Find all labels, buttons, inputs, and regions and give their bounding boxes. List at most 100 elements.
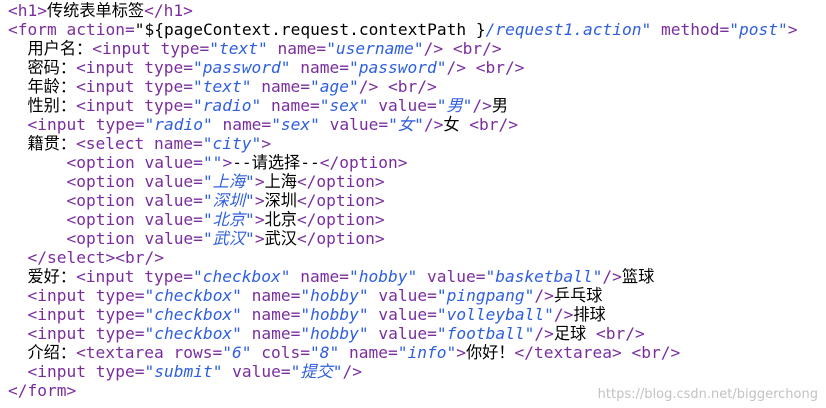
code-attr: type=	[95, 286, 145, 305]
code-attr: value=	[144, 191, 203, 210]
code-tag: >	[222, 153, 233, 172]
code-line: 性别：<input type="radio" name="sex" value=…	[8, 96, 797, 115]
code-tag: />	[553, 305, 574, 324]
code-text: 密码：	[8, 58, 77, 77]
code-text	[8, 324, 28, 343]
code-line: 介绍：<textarea rows="6" cols="8" name="inf…	[8, 343, 797, 362]
code-tag: <input	[76, 267, 145, 286]
code-tag: <option	[66, 172, 145, 191]
code-tag: <option	[66, 191, 145, 210]
code-text	[8, 305, 28, 324]
code-text	[8, 286, 28, 305]
code-text: --请选择--	[232, 153, 320, 172]
code-attr: method=	[651, 20, 730, 39]
code-text	[8, 210, 66, 229]
code-value: "男"	[436, 96, 473, 115]
code-value: "text"	[209, 39, 268, 58]
code-value: "深圳"	[202, 191, 255, 210]
code-tag: <form	[8, 20, 67, 39]
code-text: 足球	[553, 324, 596, 343]
code-tag: />	[446, 58, 466, 77]
code-value: "checkbox"	[144, 324, 242, 343]
code-text	[8, 115, 28, 134]
code-attr: value=	[144, 172, 203, 191]
code-attr: value=	[368, 96, 437, 115]
code-value: "checkbox"	[193, 267, 291, 286]
code-line: <option value="">--请选择--</option>	[8, 153, 797, 172]
code-tag: >	[254, 229, 265, 248]
code-value: "submit"	[144, 362, 223, 381]
code-attr: type=	[95, 324, 145, 343]
code-text: 籍贯：	[8, 134, 77, 153]
code-attr: name=	[261, 96, 320, 115]
code-value: "checkbox"	[144, 305, 242, 324]
code-attr: value=	[144, 229, 203, 248]
code-attr: value=	[368, 305, 437, 324]
code-text	[8, 248, 28, 267]
code-tag: <br/>	[469, 115, 519, 134]
code-text: 乒乓球	[553, 286, 603, 305]
code-value: "volleyball"	[436, 305, 554, 324]
code-text: 篮球	[621, 267, 655, 286]
code-line: <option value="深圳">深圳</option>	[8, 191, 797, 210]
code-attr: rows=	[173, 343, 223, 362]
code-text: 上海	[264, 172, 297, 191]
code-value: "radio"	[193, 96, 262, 115]
code-value: "hobby"	[348, 267, 418, 286]
code-tag: </option>	[296, 210, 385, 229]
code-tag: >	[254, 210, 265, 229]
code-tag: </select><br/>	[27, 248, 164, 267]
code-line: <option value="北京">北京</option>	[8, 210, 797, 229]
code-line: 籍贯：<select name="city">	[8, 134, 797, 153]
code-attr: name=	[290, 58, 349, 77]
code-attr: name=	[241, 286, 301, 305]
code-value: "password"	[348, 58, 447, 77]
code-tag: <option	[66, 210, 145, 229]
code-value: "hobby"	[300, 324, 369, 343]
code-text: "${pageContext.request.contextPath }	[134, 20, 486, 39]
code-text: 你好！	[465, 343, 515, 362]
code-attr: name=	[241, 324, 301, 343]
code-tag: <h1>	[8, 1, 47, 20]
code-attr: type=	[144, 96, 194, 115]
code-attr: value=	[368, 324, 437, 343]
code-attr: name=	[154, 134, 203, 153]
code-value: "hobby"	[300, 286, 369, 305]
code-text	[378, 77, 388, 96]
code-tag: <br/>	[595, 324, 645, 343]
code-attr: value=	[368, 286, 437, 305]
code-attr: value=	[222, 362, 291, 381]
code-text: 深圳	[264, 191, 297, 210]
code-line: </select><br/>	[8, 248, 797, 267]
code-value: "radio"	[144, 115, 213, 134]
code-value: "提交"	[290, 362, 343, 381]
code-text: 介绍：	[8, 343, 77, 362]
code-text: 武汉	[264, 229, 297, 248]
code-text	[443, 39, 453, 58]
code-value: "武汉"	[202, 229, 255, 248]
code-line: <input type="submit" value="提交"/>	[8, 362, 797, 381]
code-tag: />	[472, 96, 492, 115]
code-value: "age"	[310, 77, 359, 96]
code-tag: />	[602, 267, 622, 286]
code-value: "info"	[397, 343, 457, 362]
code-value: "post"	[729, 20, 788, 39]
code-value: "city"	[202, 134, 262, 153]
code-line: 用户名：<input type="text" name="username"/>…	[8, 39, 797, 58]
code-attr: name=	[290, 267, 349, 286]
code-attr: type=	[95, 305, 145, 324]
code-line: 爱好：<input type="checkbox" name="hobby" v…	[8, 267, 797, 286]
code-tag: />	[423, 115, 444, 134]
code-tag: </h1>	[144, 1, 193, 20]
code-text: 传统表单标签	[46, 1, 145, 20]
code-line: <form action="${pageContext.request.cont…	[8, 20, 797, 39]
code-attr: type=	[144, 77, 194, 96]
code-tag: <select	[76, 134, 155, 153]
code-tag: />	[423, 39, 444, 58]
code-text	[8, 191, 66, 210]
code-value: "6"	[222, 343, 252, 362]
code-line: <option value="上海">上海</option>	[8, 172, 797, 191]
code-tag: <br/>	[452, 39, 502, 58]
code-tag: />	[358, 77, 379, 96]
code-tag: <textarea	[76, 343, 174, 362]
